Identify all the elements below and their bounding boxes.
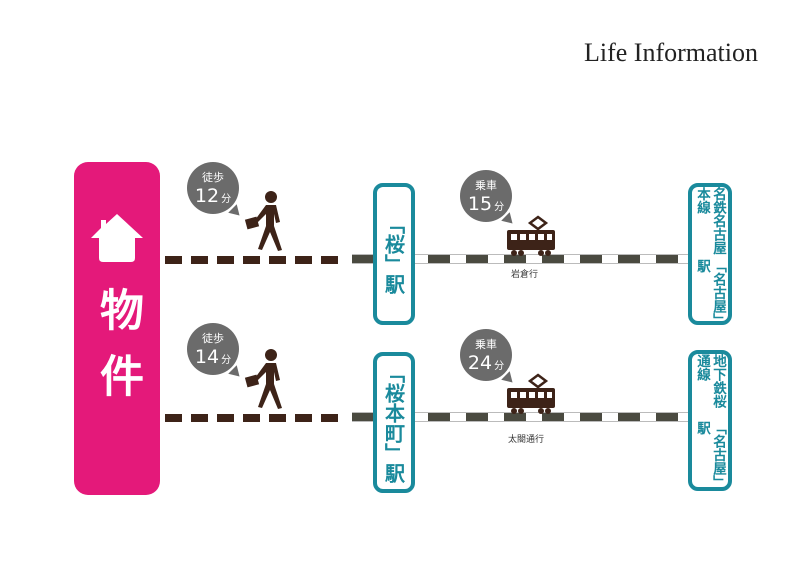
walk-path-2: [165, 414, 340, 422]
train-direction-2: 太閤通行: [508, 435, 545, 445]
ride-kind: 乗車: [475, 338, 497, 351]
ride-unit: 分: [494, 202, 505, 213]
ride-unit: 分: [494, 361, 505, 372]
ride-kind: 乗車: [475, 179, 497, 192]
walk-path-1: [165, 256, 340, 264]
destination-line: 地下鉄桜通線: [694, 354, 726, 408]
walk-kind: 徒歩: [202, 332, 224, 345]
house-icon: [91, 214, 143, 262]
property-box: 物件: [74, 162, 160, 495]
walk-minutes: 14: [194, 346, 220, 368]
walk-unit: 分: [221, 194, 232, 205]
destination-line: 名鉄名古屋本線: [694, 187, 726, 255]
ride-minutes: 15: [467, 193, 493, 215]
destination-name: 「名古屋」駅: [694, 420, 726, 482]
walking-person-icon: [244, 191, 282, 251]
train-icon: [507, 215, 555, 256]
walk-unit: 分: [221, 355, 232, 366]
property-label: 物件: [92, 287, 143, 419]
ride-minutes: 24: [467, 352, 493, 374]
destination-station-2: 地下鉄桜通線「名古屋」駅: [688, 350, 732, 491]
destination-station-1: 名鉄名古屋本線「名古屋」駅: [688, 183, 732, 325]
walking-person-icon: [244, 349, 282, 409]
train-direction-1: 岩倉行: [511, 270, 539, 280]
train-icon: [507, 373, 555, 414]
walk-minutes: 12: [194, 185, 220, 207]
station-sakurahoncho: 「桜本町」駅: [373, 352, 415, 493]
walk-kind: 徒歩: [202, 171, 224, 184]
station-sakura: 「桜」駅: [373, 183, 415, 325]
destination-name: 「名古屋」駅: [694, 259, 726, 320]
page-title: Life Information: [584, 38, 758, 67]
